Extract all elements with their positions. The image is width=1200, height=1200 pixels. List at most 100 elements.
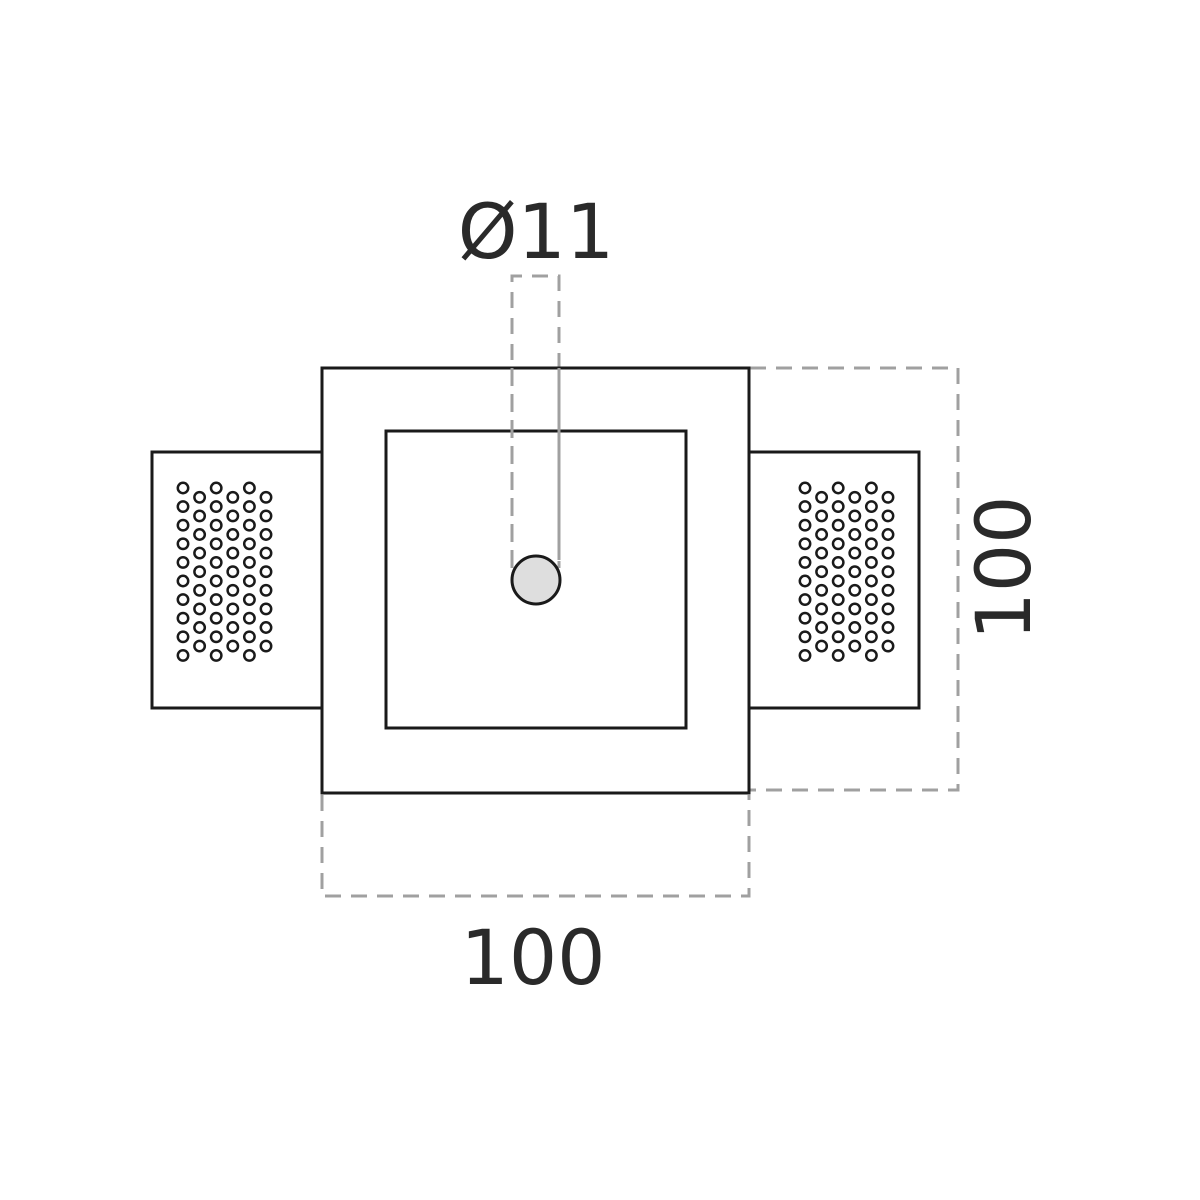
perforation-hole [798, 481, 812, 495]
perforation-hole [193, 621, 207, 634]
perforation-hole [226, 546, 240, 560]
perforation-hole [209, 518, 223, 532]
perforation-hole [193, 546, 207, 560]
perforation-hole [259, 490, 273, 504]
perforation-hole [209, 611, 223, 625]
perforation-hole [242, 500, 256, 514]
perforation-hole [848, 528, 862, 541]
perforation-hole [798, 500, 812, 514]
perforation-hole [881, 621, 895, 634]
perforation-hole [259, 565, 273, 579]
hole-diameter-guide [510, 274, 561, 568]
center-hole [510, 554, 562, 606]
perforation-hole [864, 555, 878, 569]
perforation-hole [831, 518, 845, 532]
perforation-hole [798, 574, 812, 588]
perforation-hole [226, 528, 240, 541]
perforation-hole [176, 611, 190, 625]
hole-guide-inner [510, 368, 561, 560]
perforation-hole [226, 602, 240, 616]
perforation-hole [831, 648, 845, 662]
perforation-hole [815, 546, 829, 560]
width-dimension-label: 100 [460, 913, 605, 1002]
perforation-hole [176, 648, 190, 662]
perforation-hole [864, 611, 878, 625]
perforation-hole [242, 630, 256, 644]
height-dimension-label: 100 [959, 495, 1048, 640]
perforation-hole [831, 500, 845, 514]
perforation-hole [242, 648, 256, 662]
perforation-hole [881, 565, 895, 579]
perforation-hole [848, 621, 862, 634]
perforation-hole [881, 490, 895, 504]
perforation-hole [259, 602, 273, 616]
perforation-hole [864, 630, 878, 644]
perforation-hole [815, 639, 829, 653]
perforation-hole [193, 602, 207, 616]
perforation-hole [848, 509, 862, 523]
perforation-hole [864, 593, 878, 607]
perforation-hole [209, 555, 223, 569]
perforation-hole [798, 593, 812, 607]
perforation-hole [848, 565, 862, 579]
perforation-hole [881, 639, 895, 653]
perforation-hole [815, 490, 829, 504]
perforation-hole [193, 583, 207, 597]
perforation-hole [881, 528, 895, 541]
perforation-hole [831, 574, 845, 588]
perforation-hole [881, 602, 895, 616]
perforation-hole [209, 574, 223, 588]
inner-opening [384, 429, 688, 730]
perforation-hole [831, 537, 845, 551]
outer-frame [320, 366, 751, 795]
left-perforation-pattern [176, 481, 273, 662]
perforation-hole [831, 555, 845, 569]
perforation-hole [242, 518, 256, 532]
perforation-hole [209, 481, 223, 495]
perforation-hole [259, 639, 273, 653]
perforation-hole [226, 639, 240, 653]
perforation-hole [176, 630, 190, 644]
perforation-hole [798, 611, 812, 625]
perforation-hole [226, 509, 240, 523]
perforation-hole [209, 593, 223, 607]
perforation-hole [831, 481, 845, 495]
perforation-hole [815, 602, 829, 616]
perforation-hole [259, 621, 273, 634]
perforation-hole [864, 574, 878, 588]
perforation-hole [831, 593, 845, 607]
perforation-hole [864, 648, 878, 662]
perforation-hole [226, 583, 240, 597]
perforation-hole [798, 537, 812, 551]
perforation-hole [226, 621, 240, 634]
perforation-hole [176, 537, 190, 551]
perforation-hole [209, 648, 223, 662]
perforation-hole [798, 648, 812, 662]
perforation-hole [815, 621, 829, 634]
perforation-hole [242, 555, 256, 569]
perforation-hole [798, 518, 812, 532]
perforation-hole [176, 593, 190, 607]
perforation-hole [848, 546, 862, 560]
perforation-hole [242, 611, 256, 625]
perforation-hole [226, 490, 240, 504]
perforation-hole [226, 565, 240, 579]
perforation-hole [259, 583, 273, 597]
perforation-hole [864, 500, 878, 514]
perforation-hole [848, 602, 862, 616]
right-perforation-pattern [798, 481, 895, 662]
perforation-hole [176, 481, 190, 495]
perforation-hole [242, 574, 256, 588]
hole-diameter-label: Ø11 [458, 187, 615, 276]
perforation-hole [242, 593, 256, 607]
perforation-hole [815, 509, 829, 523]
perforation-hole [848, 639, 862, 653]
perforation-hole [864, 537, 878, 551]
perforation-hole [831, 611, 845, 625]
perforation-hole [242, 481, 256, 495]
perforation-hole [176, 574, 190, 588]
perforation-hole [881, 583, 895, 597]
perforation-hole [881, 509, 895, 523]
perforation-hole [864, 518, 878, 532]
